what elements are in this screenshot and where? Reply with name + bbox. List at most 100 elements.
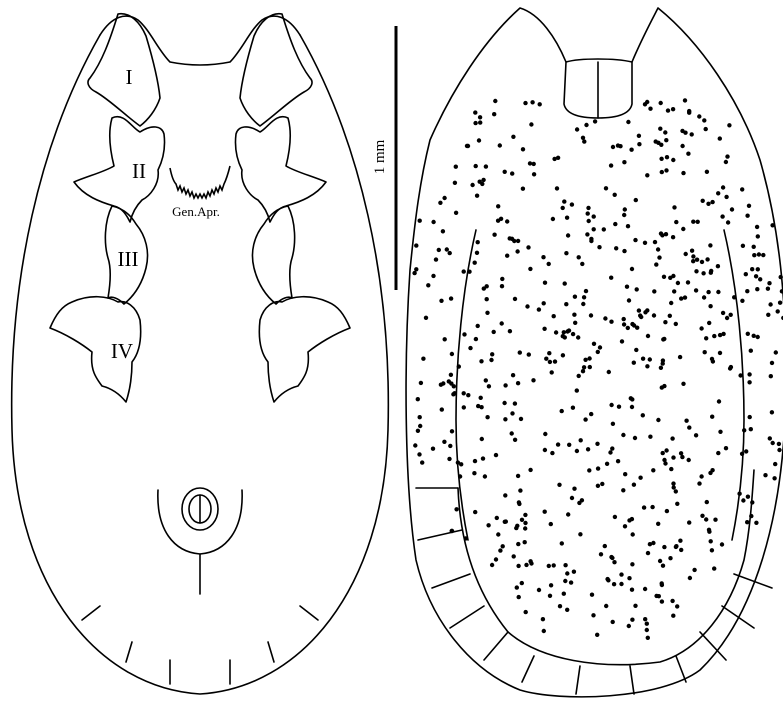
punctation-dot [449, 373, 453, 377]
punctation-dot [686, 280, 690, 284]
punctation-dot [703, 350, 707, 354]
punctation-dot [630, 322, 634, 326]
punctation-dot [626, 120, 630, 124]
punctation-dot [475, 194, 479, 198]
punctation-dot [687, 520, 691, 524]
punctation-dot [552, 563, 556, 567]
punctation-dot [637, 134, 641, 138]
punctation-dot [610, 556, 614, 560]
punctation-dot [479, 359, 483, 363]
coxa-i-left [88, 14, 160, 126]
punctation-dot [706, 290, 710, 294]
punctation-dot [418, 415, 422, 419]
punctation-dot [770, 223, 774, 227]
punctation-dot [672, 205, 676, 209]
punctation-dot [416, 429, 420, 433]
punctation-dot [448, 251, 452, 255]
punctation-dot [563, 579, 567, 583]
punctation-dot [420, 460, 424, 464]
punctation-dot [750, 500, 754, 504]
punctation-dot [718, 430, 722, 434]
punctation-dot [498, 548, 502, 552]
punctation-dot [702, 295, 706, 299]
punctation-dot [757, 252, 761, 256]
punctation-dot [503, 170, 507, 174]
punctation-dot [577, 255, 581, 259]
punctation-dot [749, 427, 753, 431]
punctation-dot [671, 481, 675, 485]
punctation-dot [630, 562, 634, 566]
punctation-dot [617, 405, 621, 409]
punctation-dot [645, 308, 649, 312]
punctation-dot [440, 407, 444, 411]
punctation-dot [681, 171, 685, 175]
punctation-dot [493, 99, 497, 103]
punctation-dot [582, 139, 586, 143]
punctation-dot [674, 544, 678, 548]
punctation-dot [564, 251, 568, 255]
punctation-dot [651, 468, 655, 472]
punctation-dot [725, 154, 729, 158]
punctation-dot [700, 514, 704, 518]
punctation-dot [746, 495, 750, 499]
punctation-dot [476, 404, 480, 408]
punctation-dot [542, 301, 546, 305]
punctation-dot [632, 361, 636, 365]
dorsal-festoon-border [458, 470, 754, 665]
punctation-dot [659, 143, 663, 147]
punctation-dot [712, 334, 716, 338]
punctation-dot [485, 311, 489, 315]
punctation-dot [439, 299, 443, 303]
punctation-dot [473, 459, 477, 463]
punctation-dot [528, 161, 532, 165]
punctation-dot [518, 350, 522, 354]
punctation-dot [442, 440, 446, 444]
punctation-dot [669, 467, 673, 471]
punctation-dot [710, 415, 714, 419]
punctation-dot [717, 399, 721, 403]
punctation-dot [754, 274, 758, 278]
punctation-dot [567, 328, 571, 332]
punctation-dot [547, 262, 551, 266]
punctation-dot [434, 257, 438, 261]
punctation-dot [705, 257, 709, 261]
punctation-dot [478, 115, 482, 119]
punctation-dot [549, 522, 553, 526]
punctation-dot [538, 102, 542, 106]
coxa-label-iv: IV [111, 339, 133, 363]
punctation-dot [511, 135, 515, 139]
punctation-dot [755, 225, 759, 229]
punctation-dot [530, 100, 534, 104]
punctation-dot [516, 542, 520, 546]
punctation-dot [645, 364, 649, 368]
coxa-label-iii: III [118, 247, 139, 271]
punctation-dot [573, 295, 577, 299]
punctation-dot [766, 287, 770, 291]
punctation-dot [424, 316, 428, 320]
punctation-dot [724, 446, 728, 450]
punctation-dot [622, 317, 626, 321]
punctation-dot [623, 207, 627, 211]
punctation-dot [561, 353, 565, 357]
punctation-dot [633, 436, 637, 440]
punctation-dot [621, 488, 625, 492]
punctation-dot [481, 178, 485, 182]
punctation-dot [767, 281, 771, 285]
punctation-dot [418, 424, 422, 428]
punctation-dot [645, 173, 649, 177]
punctation-dot [648, 357, 652, 361]
punctation-dot [413, 443, 417, 447]
punctation-dot [426, 283, 430, 287]
punctation-dot [516, 564, 520, 568]
punctation-dot [613, 222, 617, 226]
punctation-dot [431, 220, 435, 224]
punctation-dot [742, 428, 746, 432]
punctation-dot [442, 196, 446, 200]
punctation-dot [517, 500, 521, 504]
punctation-dot [551, 217, 555, 221]
coxa-iv-right [259, 297, 350, 402]
punctation-dot [583, 358, 587, 362]
punctation-dot [484, 378, 488, 382]
punctation-dot [524, 563, 528, 567]
dorsal-view [406, 8, 783, 697]
